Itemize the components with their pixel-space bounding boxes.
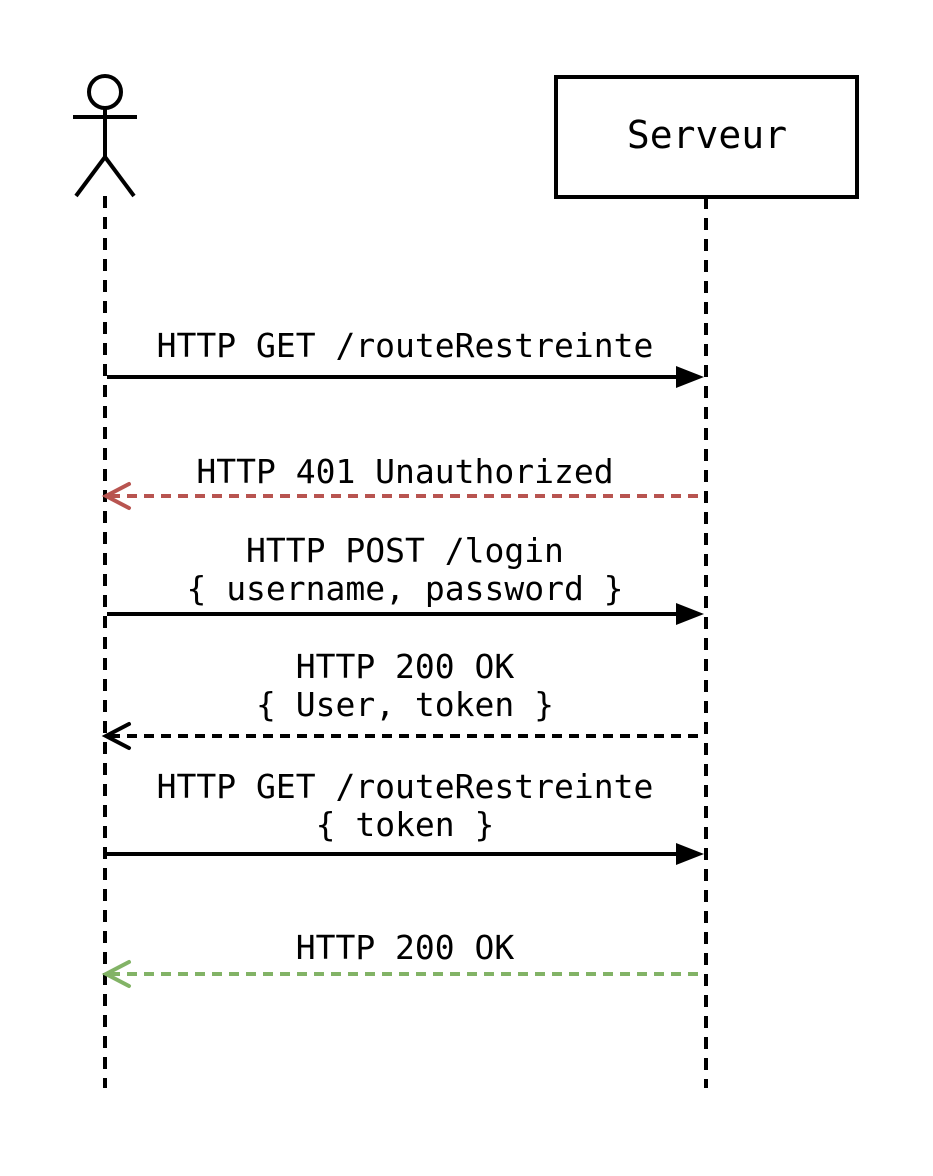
server-box	[554, 75, 859, 199]
message-2-label: HTTP 401 Unauthorized	[196, 452, 613, 491]
server-label: Serveur	[627, 113, 787, 157]
message-4: HTTP 200 OK { User, token }	[101, 647, 704, 750]
message-3-arrowhead-icon	[676, 603, 704, 625]
message-1-label: HTTP GET /routeRestreinte	[157, 326, 654, 365]
message-5-arrowhead-icon	[676, 843, 704, 865]
actor-leg-left	[74, 155, 107, 198]
message-6-label: HTTP 200 OK	[296, 928, 515, 967]
message-6-arrowhead-icon	[101, 960, 131, 988]
message-3-label-line1: HTTP POST /login	[246, 531, 564, 570]
message-2: HTTP 401 Unauthorized	[101, 452, 704, 510]
server-participant: Serveur	[554, 75, 859, 199]
message-4-label-line2: { User, token }	[256, 685, 554, 724]
message-5-label-line1: HTTP GET /routeRestreinte	[157, 767, 654, 806]
message-4-label-line1: HTTP 200 OK	[296, 647, 515, 686]
message-4-arrowhead-icon	[101, 722, 131, 750]
actor-figure	[73, 74, 137, 198]
message-2-arrowhead-icon	[101, 482, 131, 510]
message-5: HTTP GET /routeRestreinte { token }	[107, 767, 704, 865]
message-5-label-line2: { token }	[316, 805, 495, 844]
message-6: HTTP 200 OK	[101, 928, 704, 988]
message-1: HTTP GET /routeRestreinte	[107, 326, 704, 388]
actor-leg-right	[103, 155, 136, 198]
message-3: HTTP POST /login { username, password }	[107, 531, 704, 625]
actor-head-icon	[87, 74, 123, 110]
message-1-arrowhead-icon	[676, 366, 704, 388]
message-3-label-line2: { username, password }	[186, 569, 623, 608]
